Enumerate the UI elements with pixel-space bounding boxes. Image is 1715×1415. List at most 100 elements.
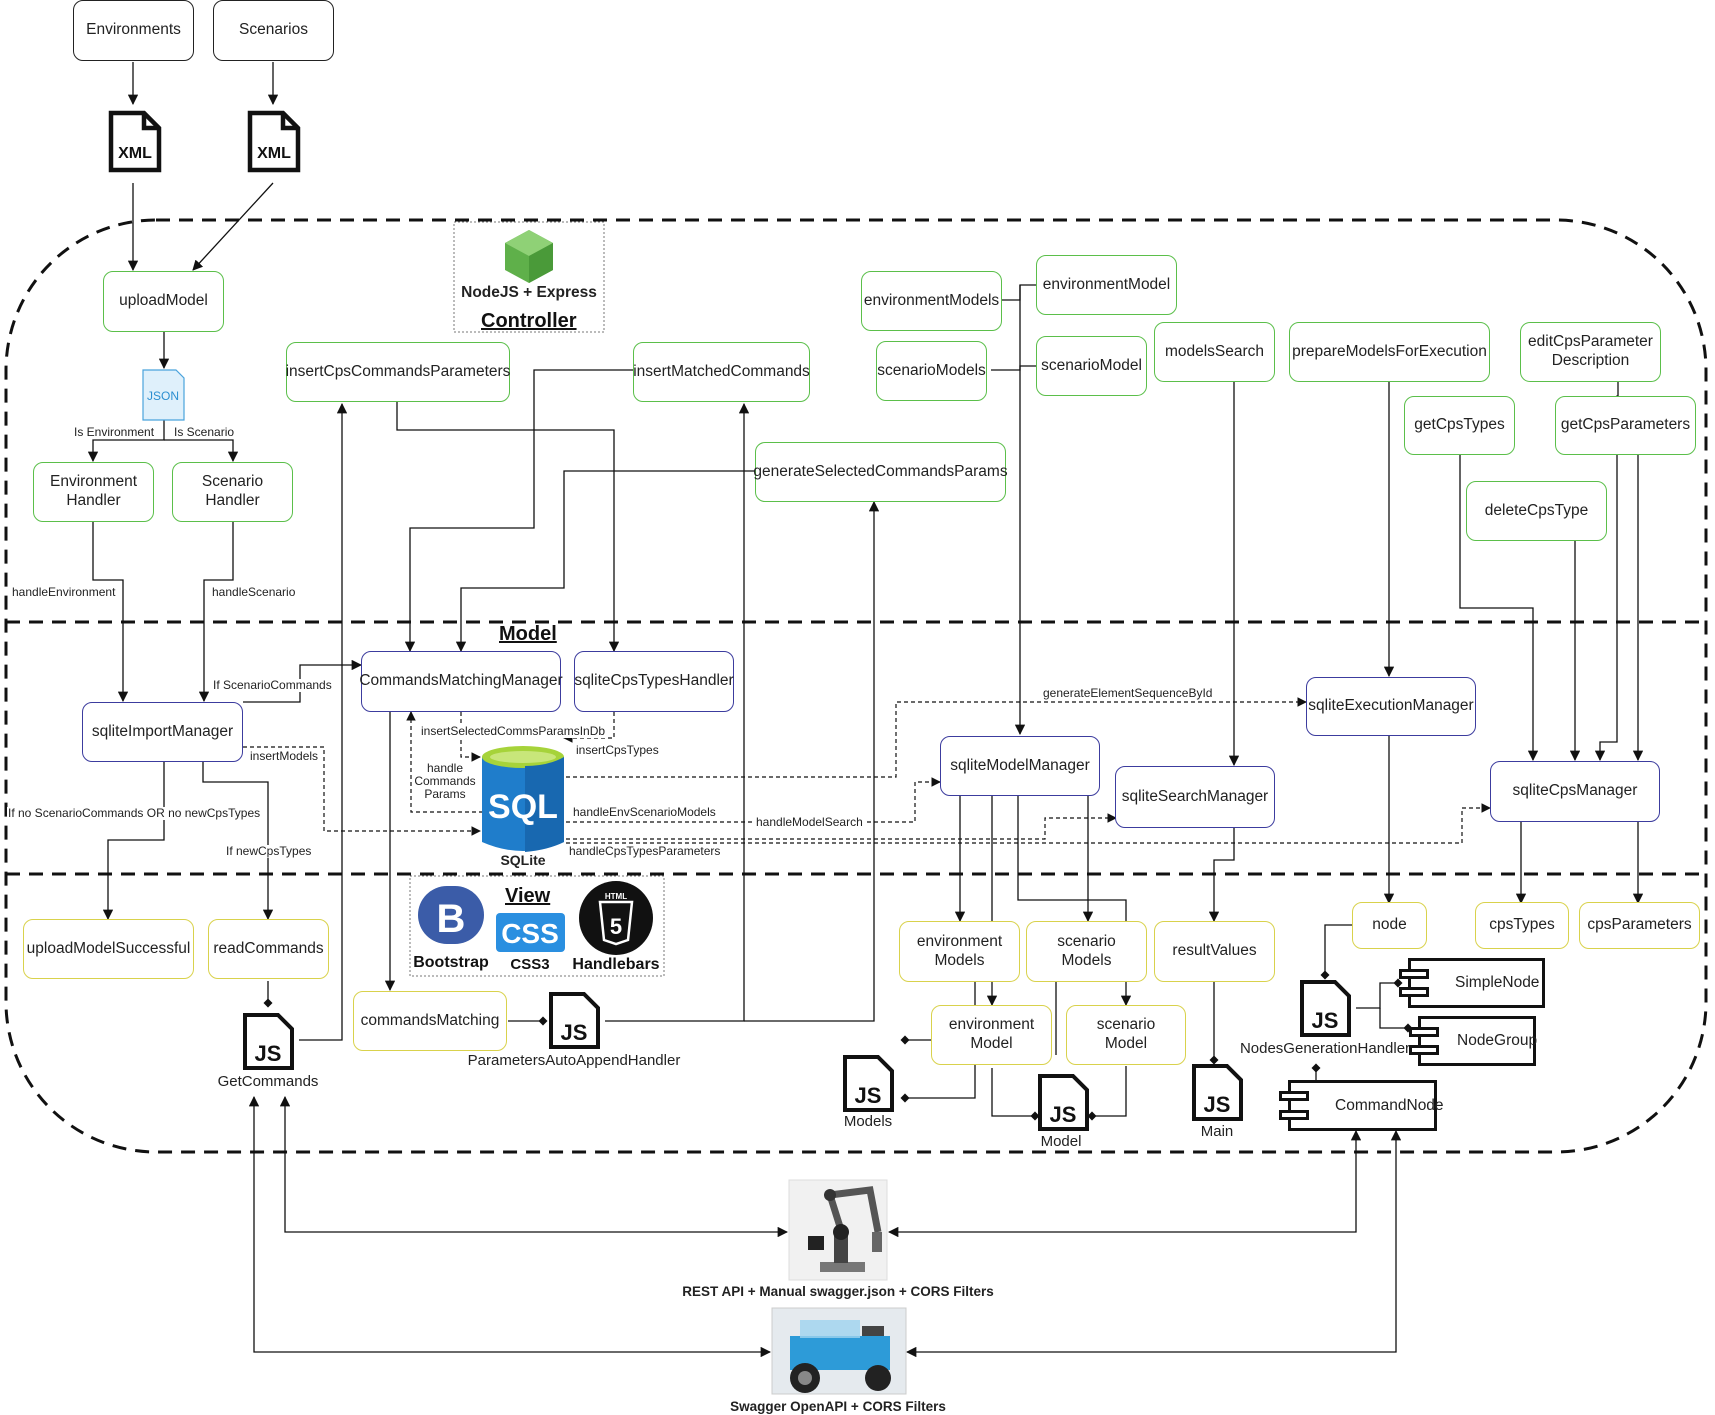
sql-database-icon [482, 746, 564, 852]
edge-label-insert-cps-types: insertCpsTypes [575, 743, 660, 758]
svg-text:HTML: HTML [605, 892, 627, 901]
node-group-label: NodeGroup [1457, 1032, 1538, 1049]
bootstrap-logo [418, 886, 484, 944]
sqlite-cps-types-handler-box: sqliteCpsTypesHandler [574, 651, 734, 712]
svg-text:JS: JS [1204, 1092, 1231, 1117]
simple-node-label: SimpleNode [1455, 974, 1540, 991]
get-cps-types-box: getCpsTypes [1404, 396, 1515, 455]
insert-matched-commands-box: insertMatchedCommands [633, 342, 810, 402]
commands-matching-box: commandsMatching [353, 991, 507, 1051]
insert-cps-commands-parameters-box: insertCpsCommandsParameters [286, 342, 510, 402]
main-js-label: Main [1200, 1123, 1234, 1140]
edge-label-handle-cps-types-parameters: handleCpsTypesParameters [568, 844, 722, 859]
svg-text:JS: JS [561, 1020, 588, 1045]
nodejs-express-label: NodeJS + Express [461, 284, 597, 301]
xml-file-icon-environments [108, 110, 162, 173]
css3-label: CSS3 [510, 956, 550, 973]
environment-model-view-box: environment Model [931, 1005, 1052, 1065]
js-file-icon-models [843, 1055, 894, 1112]
edge-label-if-new-cps-types: If newCpsTypes [225, 844, 313, 859]
result-values-box: resultValues [1154, 921, 1275, 982]
nodejs-cube-icon [505, 230, 553, 283]
upload-model-box: uploadModel [103, 271, 224, 332]
environment-models-box: environmentModels [861, 271, 1002, 331]
svg-text:SQL: SQL [488, 788, 558, 826]
scenario-handler-box: Scenario Handler [172, 462, 293, 522]
handlebars-label: Handlebars [572, 956, 660, 973]
edge-label-handle-commands-params: handle Commands Params [414, 761, 476, 802]
scenario-models-box: scenarioModels [876, 341, 987, 401]
rest-api-caption: REST API + Manual swagger.json + CORS Fi… [682, 1284, 994, 1299]
sqlite-execution-manager-box: sqliteExecutionManager [1306, 677, 1476, 736]
nodejs-group-box [453, 221, 605, 333]
simple-node-component: SimpleNode [1399, 958, 1545, 1008]
get-cps-parameters-box: getCpsParameters [1555, 396, 1696, 455]
swagger-caption: Swagger OpenAPI + CORS Filters [730, 1399, 946, 1414]
node-view-box: node [1352, 902, 1427, 949]
robot-arm-image [788, 1179, 888, 1281]
getcommands-js-label: GetCommands [217, 1073, 319, 1090]
command-node-label: CommandNode [1335, 1096, 1444, 1114]
mobile-robot-image [771, 1307, 907, 1395]
scenario-model-box: scenarioModel [1036, 336, 1147, 396]
models-search-box: modelsSearch [1154, 322, 1275, 382]
edge-label-handle-scenario: handleScenario [211, 585, 297, 600]
environment-handler-box: Environment Handler [33, 462, 154, 522]
svg-text:CSS: CSS [501, 918, 559, 949]
model-title: Model [499, 623, 557, 645]
svg-text:XML: XML [118, 145, 152, 162]
node-group-component: NodeGroup [1409, 1016, 1538, 1066]
js-file-icon-params-auto-append [549, 992, 600, 1049]
edit-cps-parameter-description-box: editCpsParameter Description [1520, 322, 1661, 382]
read-commands-box: readCommands [208, 919, 329, 979]
svg-text:JS: JS [1050, 1102, 1077, 1127]
sqlite-cps-manager-box: sqliteCpsManager [1490, 761, 1660, 822]
model-js-label: Model [1040, 1133, 1082, 1150]
app-boundary [4, 218, 1708, 1154]
edge-label-handle-model-search: handleModelSearch [755, 815, 864, 830]
cps-parameters-box: cpsParameters [1579, 902, 1700, 949]
sqlite-model-manager-box: sqliteModelManager [940, 736, 1100, 796]
scenario-model-view-box: scenario Model [1066, 1005, 1186, 1065]
delete-cps-type-box: deleteCpsType [1466, 481, 1607, 541]
upload-model-successful-box: uploadModelSuccessful [23, 919, 194, 979]
commands-matching-manager-box: CommandsMatchingManager [359, 651, 563, 712]
view-group-box [409, 875, 665, 977]
svg-text:JSON: JSON [147, 389, 179, 403]
js-file-icon-nodes-generation [1300, 980, 1351, 1037]
css3-logo [496, 913, 565, 952]
xml-file-icon-scenarios [247, 110, 301, 173]
svg-text:JS: JS [1312, 1008, 1339, 1033]
js-file-icon-model [1038, 1074, 1089, 1131]
json-file-icon [142, 369, 185, 421]
environment-models-view-box: environment Models [899, 921, 1020, 982]
cps-types-box: cpsTypes [1475, 902, 1569, 949]
edge-label-is-environment: Is Environment [73, 425, 156, 440]
prepare-models-for-execution-box: prepareModelsForExecution [1289, 322, 1490, 382]
edge-label-insert-selected-comms-params: insertSelectedCommsParamsInDb [420, 724, 607, 739]
generate-selected-commands-params-box: generateSelectedCommandsParams [753, 442, 1008, 502]
edge-label-if-no-scenario-commands: If no ScenarioCommands OR no newCpsTypes [7, 806, 262, 821]
environment-model-box: environmentModel [1036, 255, 1177, 315]
svg-text:JS: JS [855, 1083, 882, 1108]
edge-label-if-scenario-commands: If ScenarioCommands [212, 678, 333, 693]
scenarios-box: Scenarios [213, 0, 334, 61]
svg-text:XML: XML [257, 145, 291, 162]
html5-logo [579, 881, 653, 955]
scenario-models-view-box: scenario Models [1026, 921, 1147, 982]
edge-label-is-scenario: Is Scenario [173, 425, 236, 440]
sqlite-label: SQLite [500, 852, 546, 868]
edge-label-insert-models: insertModels [249, 749, 320, 764]
js-file-icon-getcommands [243, 1013, 294, 1070]
bootstrap-label: Bootstrap [413, 954, 489, 971]
environments-box: Environments [73, 0, 194, 61]
controller-title: Controller [481, 310, 577, 332]
nodes-generation-handler-js-label: NodesGenerationHandler [1239, 1040, 1411, 1057]
js-file-icon-main [1192, 1064, 1243, 1121]
edge-label-handle-environment: handleEnvironment [11, 585, 117, 600]
svg-text:JS: JS [255, 1041, 282, 1066]
edge-label-generate-element-sequence: generateElementSequenceById [1042, 686, 1214, 701]
svg-text:5: 5 [610, 914, 622, 939]
